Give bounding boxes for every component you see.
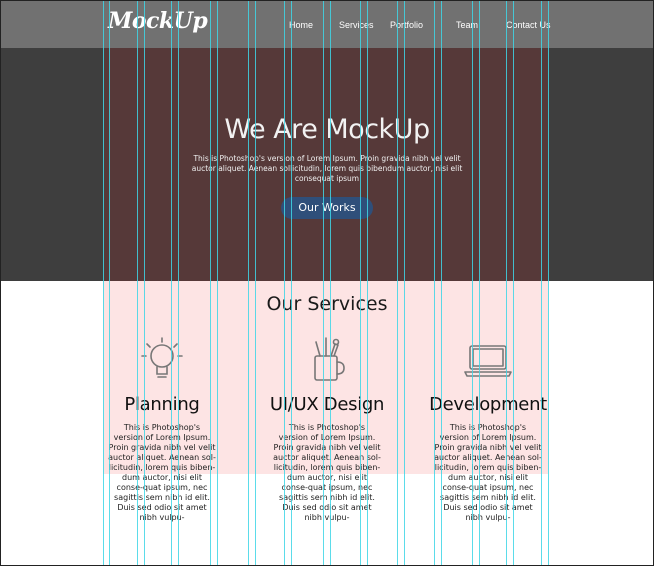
navbar: MockUp Home Services Portfolio Team Cont… (0, 0, 654, 48)
lightbulb-icon (141, 337, 183, 378)
our-works-button[interactable]: Our Works (281, 197, 373, 219)
services-title: Our Services (266, 293, 388, 315)
service-card-development: Development This is Photoshop's version … (418, 330, 558, 523)
nav-item-home[interactable]: Home (289, 20, 314, 30)
service-title: Planning (124, 394, 200, 415)
nav-item-team[interactable]: Team (456, 20, 479, 30)
service-description: This is Photoshop's version of Lorem Ips… (108, 423, 216, 522)
laptop-icon (464, 345, 512, 377)
service-description: This is Photoshop's version of Lorem Ips… (434, 423, 542, 522)
service-card-planning: Planning This is Photoshop's version of … (92, 330, 232, 523)
nav-item-services[interactable]: Services (339, 20, 374, 30)
service-card-uiux: UI/UX Design This is Photoshop's version… (257, 330, 397, 523)
nav-item-portfolio[interactable]: Portfolio (390, 20, 424, 30)
hero-title: We Are MockUp (224, 114, 430, 145)
services-highlight (103, 281, 548, 474)
nav-item-contact[interactable]: Contact Us (506, 20, 551, 30)
service-description: This is Photoshop's version of Lorem Ips… (273, 423, 381, 522)
pencil-cup-icon (314, 337, 345, 381)
service-title: Development (429, 394, 547, 415)
service-title: UI/UX Design (269, 394, 385, 415)
logo[interactable]: MockUp (108, 8, 208, 34)
hero-description: This is Photoshop's version of Lorem Ips… (191, 154, 463, 183)
